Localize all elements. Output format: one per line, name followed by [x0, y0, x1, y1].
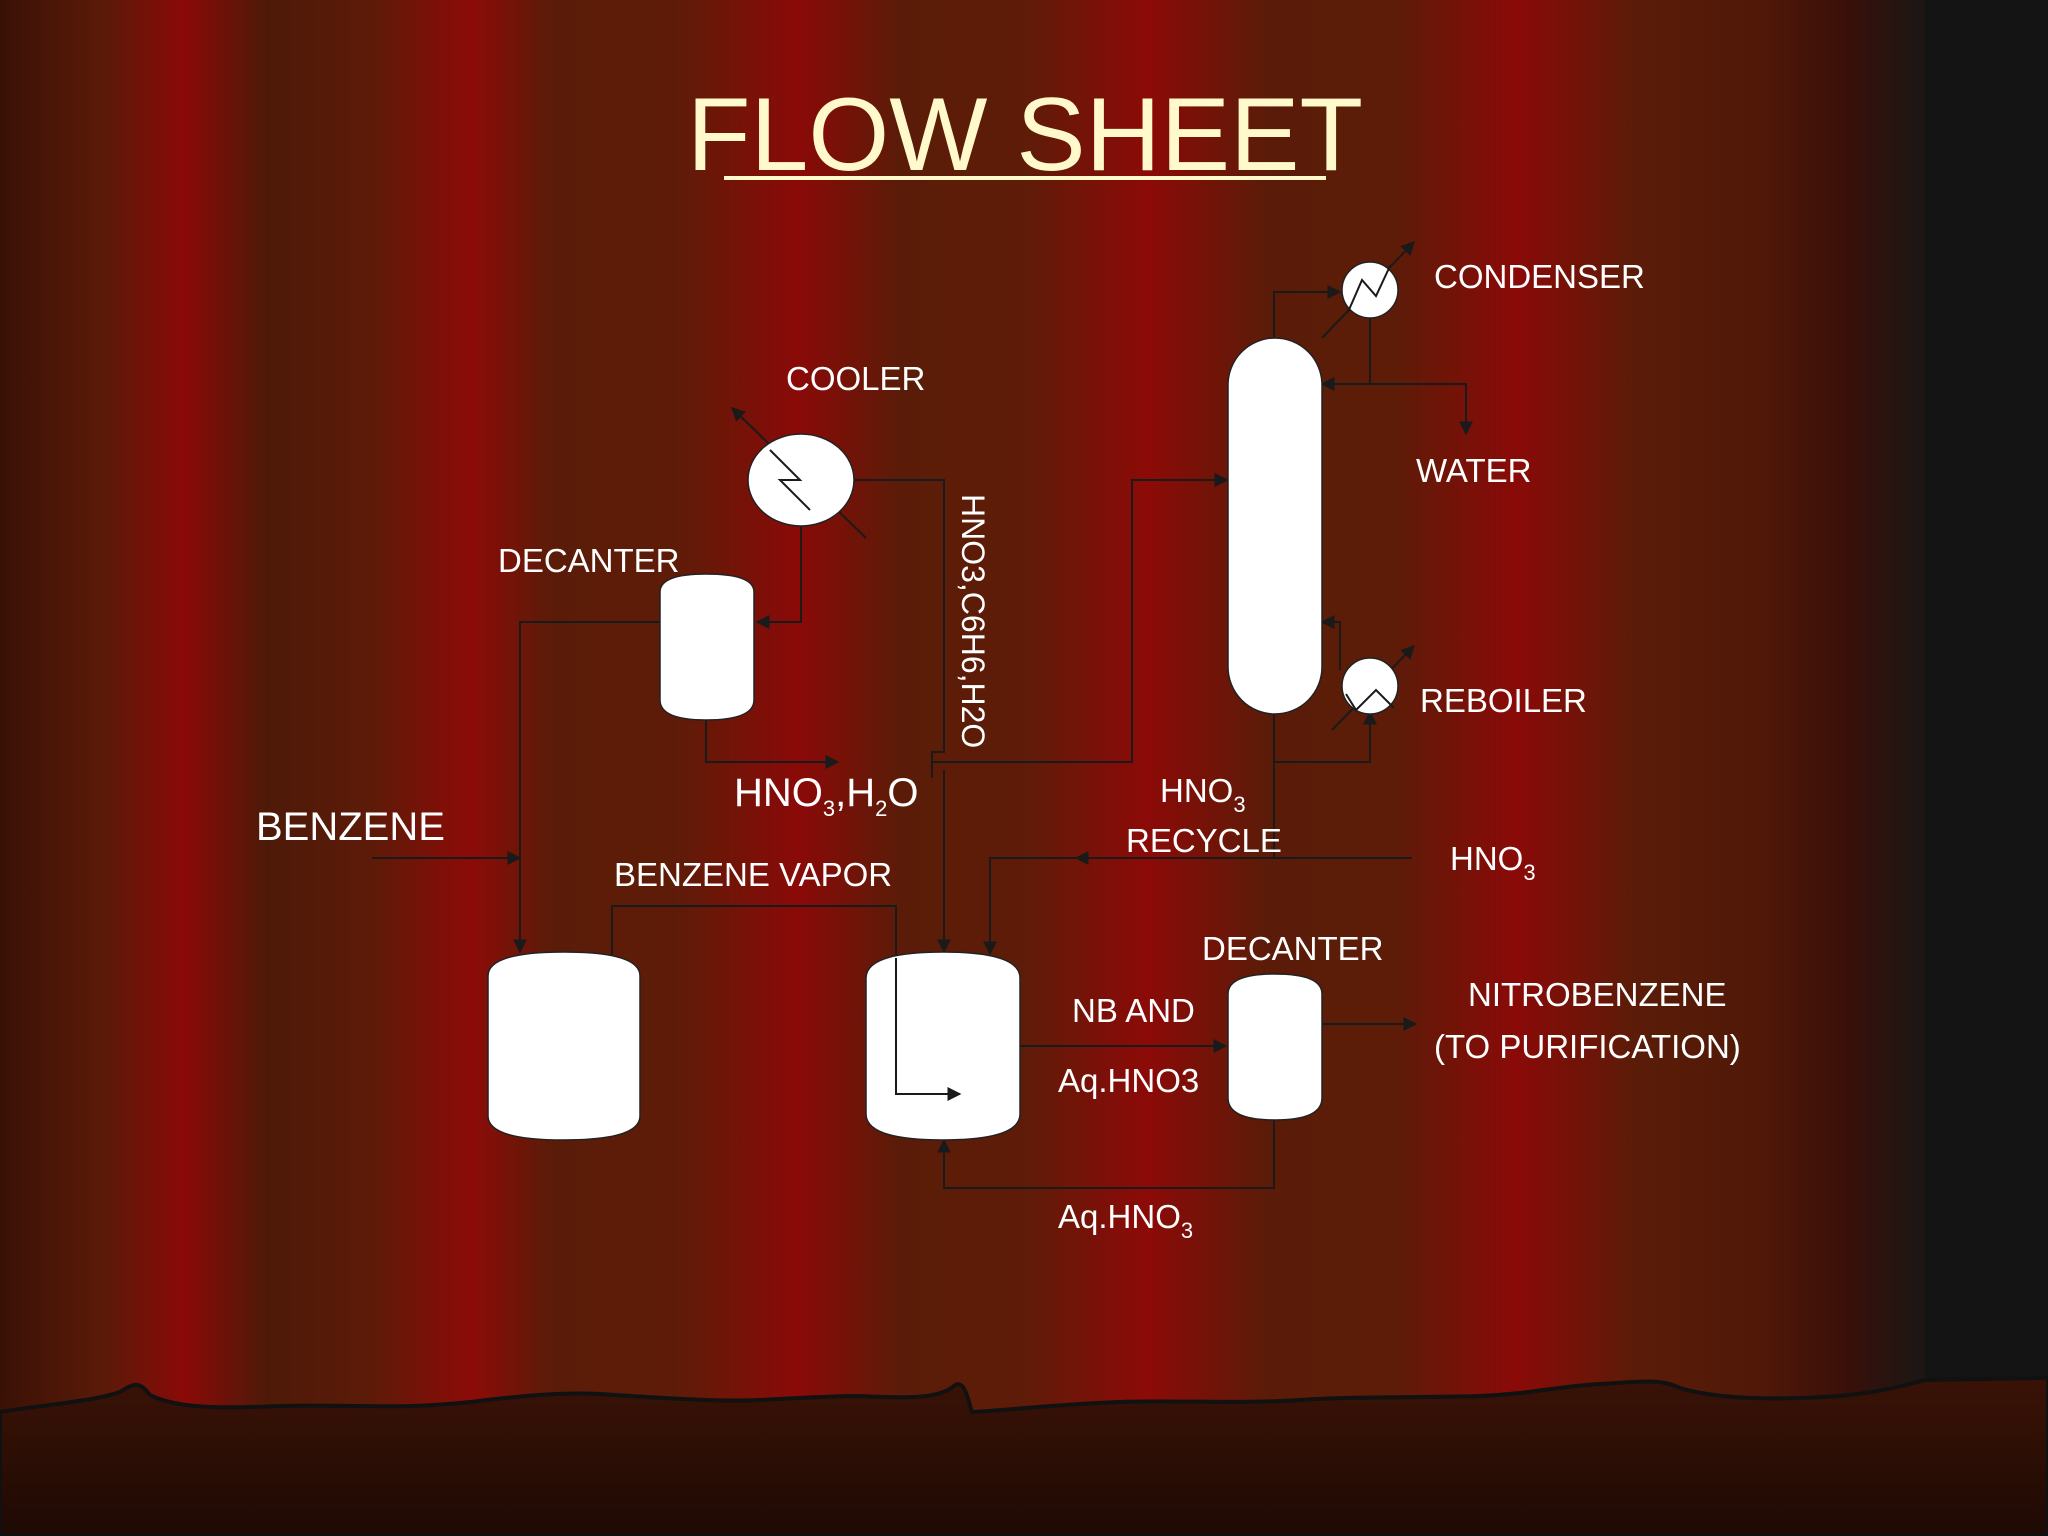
aq-hno3-stream-label: Aq.HNO3 — [1058, 1062, 1199, 1099]
decanter-bottom — [1227, 973, 1323, 1121]
nitrobenzene-label: NITROBENZENE — [1468, 976, 1727, 1013]
decanter-top — [659, 573, 755, 721]
stream-hno3-h2o-label: HNO3,H2O — [734, 771, 919, 821]
stream-hno3-c6h6-h2o-label: HNO3,C6H6,H2O — [955, 494, 991, 748]
vaporiser — [487, 951, 641, 1141]
feed-to-column-line — [932, 473, 1229, 763]
benzene-vapor-label: BENZENE VAPOR — [614, 856, 892, 893]
reactor-inlet-dip — [895, 958, 962, 1101]
decanter-aqueous-line — [705, 718, 840, 769]
decanter-top-label: DECANTER — [498, 542, 680, 579]
cooler-coil — [769, 449, 811, 511]
decanter-to-vaporiser-line — [513, 621, 660, 954]
cooler-label: COOLER — [786, 360, 925, 397]
aq-hno3-return-label: Aq.HNO3 — [1058, 1198, 1193, 1243]
stage-floor — [0, 1375, 2048, 1536]
hno3-recycle-label: HNO3 — [1160, 772, 1246, 817]
reboiler-inlet-line — [1273, 710, 1377, 763]
decanter-bottom-label: DECANTER — [1202, 930, 1384, 967]
benzene-feed-label: BENZENE — [256, 805, 445, 849]
distillation-column-label: DISTILLATION COLUMN — [1261, 383, 1291, 676]
vaporiser-label: VAPORISER — [552, 974, 582, 1124]
column-overhead-line — [1273, 285, 1342, 338]
recycle-label: RECYCLE — [1126, 822, 1282, 859]
nb-and-label: NB AND — [1072, 992, 1195, 1029]
stream-lines — [372, 240, 1473, 1189]
cooler-outlet-line — [853, 479, 945, 778]
side-curtain — [1925, 0, 2048, 1536]
reboiler-vapor-line — [1320, 615, 1341, 670]
reboiler-label: REBOILER — [1420, 682, 1587, 719]
to-purification-label: (TO PURIFICATION) — [1434, 1028, 1741, 1065]
hno3-to-reactor-line — [983, 857, 1076, 956]
hno3-feed-label: HNO3 — [1450, 840, 1536, 885]
water-label: WATER — [1416, 452, 1531, 489]
page-title: FLOW SHEET — [687, 77, 1363, 193]
reboiler-coil — [1345, 688, 1395, 712]
condenser-coil — [1347, 265, 1391, 313]
nitration-reactor — [865, 951, 1021, 1141]
distillation-column — [1227, 337, 1323, 715]
condenser-label: CONDENSER — [1434, 258, 1645, 295]
reboiler — [1341, 657, 1399, 715]
aq-hno3-return-line — [937, 1118, 1275, 1189]
water-outlet-line — [1370, 383, 1473, 436]
cooler-to-decanter-line — [755, 525, 802, 629]
